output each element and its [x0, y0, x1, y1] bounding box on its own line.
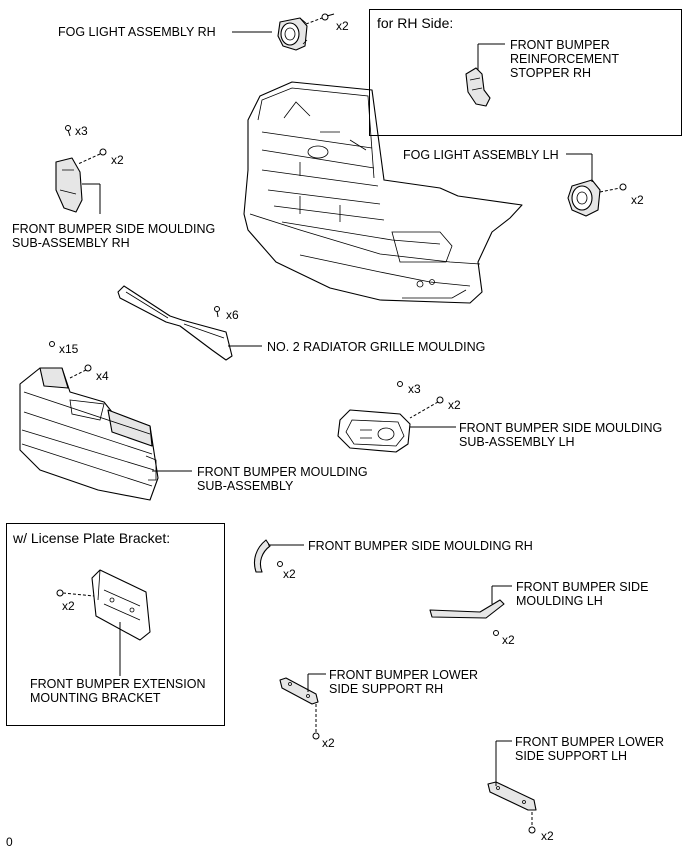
lower-support-rh-label: FRONT BUMPER LOWER SIDE SUPPORT RH	[329, 668, 479, 696]
lower-support-lh-label: FRONT BUMPER LOWER SIDE SUPPORT LH	[515, 735, 665, 763]
side-moulding-lh-drawing	[429, 599, 505, 619]
bumper-moulding-screw-qty: x4	[96, 369, 109, 383]
license-bracket-inset-frame	[6, 523, 225, 726]
bumper-moulding-screw-icon	[84, 364, 92, 372]
lower-support-rh-drawing	[279, 677, 319, 705]
extension-mounting-bracket-label: FRONT BUMPER EXTENSION MOUNTING BRACKET	[30, 677, 206, 705]
side-moulding-rh-label: FRONT BUMPER SIDE MOULDING RH	[308, 539, 533, 553]
fog-light-lh-label: FOG LIGHT ASSEMBLY LH	[403, 148, 559, 162]
lower-support-lh-screw-icon	[528, 826, 536, 834]
grille-moulding-label: NO. 2 RADIATOR GRILLE MOULDING	[267, 340, 486, 354]
side-moulding-sub-lh-clip-qty: x3	[408, 382, 421, 396]
side-moulding-lh-qty: x2	[502, 633, 515, 647]
side-moulding-rh-qty: x2	[283, 567, 296, 581]
side-moulding-sub-assembly-rh-drawing	[55, 157, 83, 213]
side-moulding-sub-lh-screw-qty: x2	[448, 398, 461, 412]
fog-rh-screw-icon	[321, 13, 335, 21]
fog-lh-screw-icon	[619, 183, 627, 191]
side-moulding-sub-rh-label: FRONT BUMPER SIDE MOULDING SUB-ASSEMBLY …	[12, 222, 216, 250]
side-moulding-sub-rh-clip-qty: x3	[75, 124, 88, 138]
lower-support-rh-screw-icon	[312, 732, 320, 740]
fog-light-lh-drawing	[567, 179, 601, 217]
rh-side-inset-title: for RH Side:	[377, 15, 454, 31]
side-moulding-rh-clip-icon	[65, 125, 71, 137]
side-moulding-lh-clip-icon	[397, 381, 403, 387]
side-moulding-rh-drawing	[253, 539, 271, 573]
grille-moulding-qty: x6	[226, 308, 239, 322]
license-bracket-inset-title: w/ License Plate Bracket:	[13, 530, 171, 546]
side-moulding-rh-clip-small-icon	[277, 561, 283, 567]
side-moulding-rh-screw-icon	[99, 148, 107, 156]
bumper-moulding-clip-icon	[49, 341, 55, 347]
side-moulding-sub-assembly-lh-drawing	[337, 409, 411, 453]
lower-support-lh-drawing	[487, 781, 537, 811]
bumper-moulding-clip-qty: x15	[59, 342, 79, 356]
fog-light-lh-qty: x2	[631, 193, 644, 207]
side-moulding-lh-label: FRONT BUMPER SIDE MOULDING LH	[516, 580, 649, 608]
radiator-grille-moulding-drawing	[117, 285, 233, 361]
fog-light-rh-label: FOG LIGHT ASSEMBLY RH	[58, 25, 216, 39]
grille-moulding-clip-icon	[214, 306, 220, 318]
fog-light-rh-qty: x2	[336, 19, 349, 33]
side-moulding-lh-screw-icon	[436, 396, 444, 404]
side-moulding-sub-lh-label: FRONT BUMPER SIDE MOULDING SUB-ASSEMBLY …	[459, 421, 663, 449]
reinforcement-stopper-rh-label: FRONT BUMPER REINFORCEMENT STOPPER RH	[510, 38, 620, 80]
bracket-screw-qty: x2	[62, 599, 75, 613]
lower-support-rh-qty: x2	[322, 736, 335, 750]
bumper-moulding-sub-label: FRONT BUMPER MOULDING SUB-ASSEMBLY	[197, 465, 368, 493]
lower-support-lh-qty: x2	[541, 829, 554, 843]
fog-light-rh-drawing	[277, 17, 308, 51]
side-moulding-sub-rh-screw-qty: x2	[111, 153, 124, 167]
rh-side-inset-frame	[369, 9, 682, 136]
side-moulding-lh-clip-small-icon	[493, 630, 499, 636]
figure-code: 0	[6, 835, 13, 849]
extension-mounting-bracket-drawing	[91, 569, 151, 641]
bumper-moulding-sub-assembly-drawing	[19, 367, 159, 501]
front-bumper-cover-drawing	[243, 81, 523, 304]
